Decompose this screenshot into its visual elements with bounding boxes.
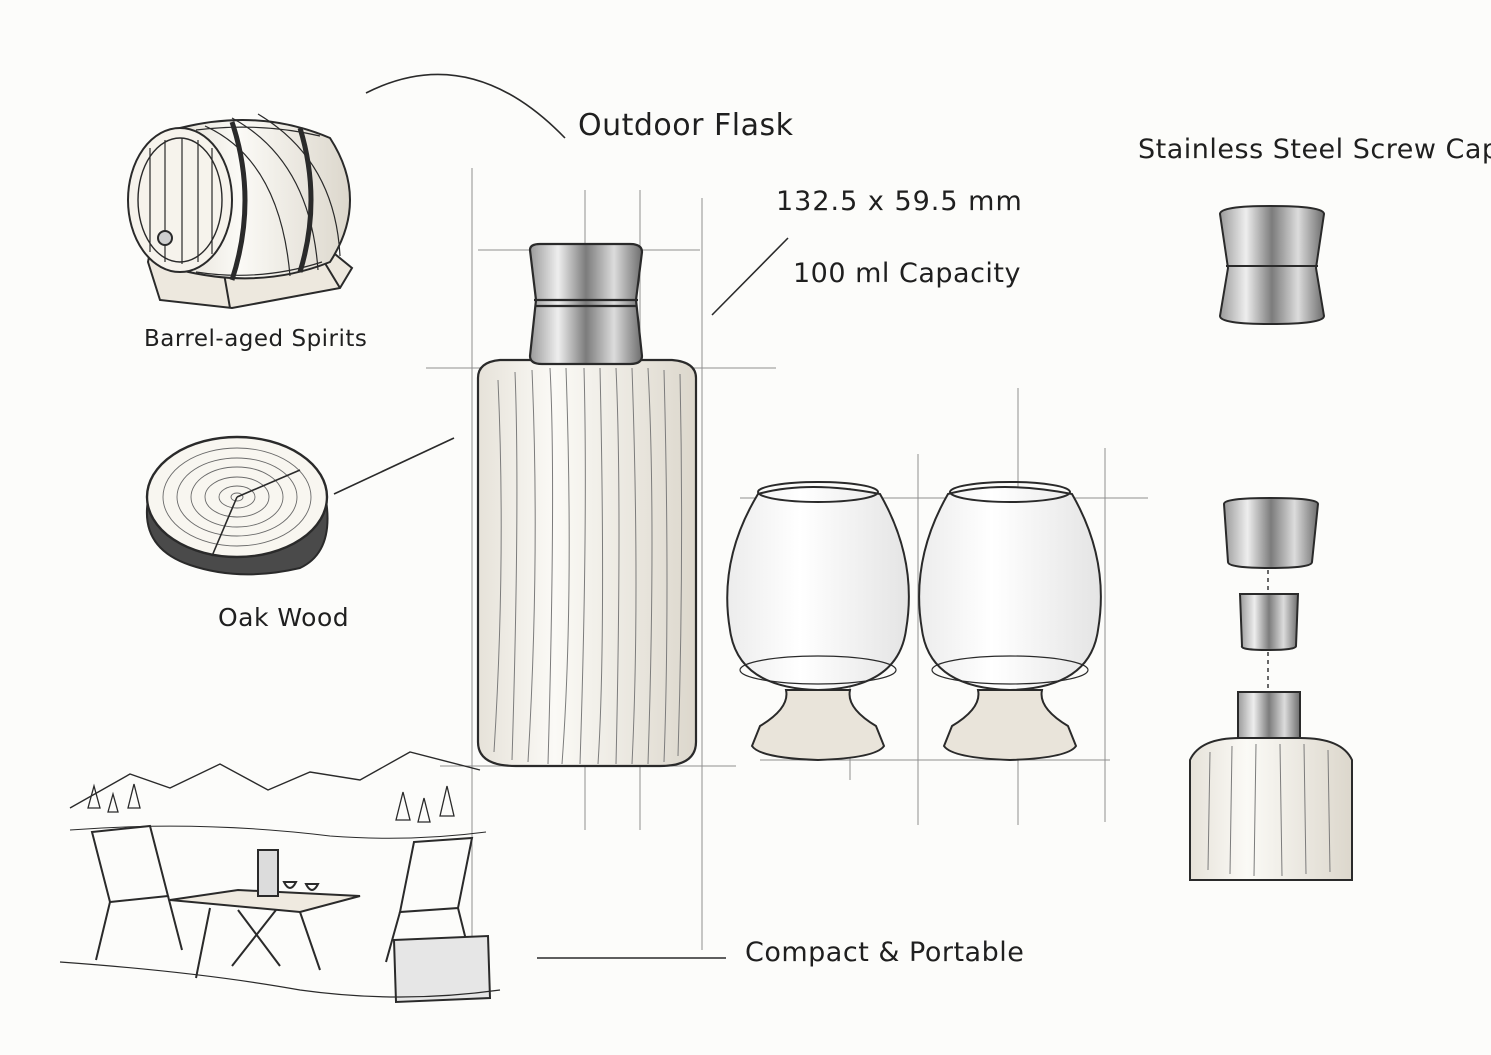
- title-label: Outdoor Flask: [578, 108, 794, 143]
- screw-cap-illustration: [1218, 204, 1326, 326]
- glasses-illustration: [726, 481, 1102, 762]
- portable-label: Compact & Portable: [745, 937, 1025, 968]
- oak-wood-label: Oak Wood: [218, 603, 350, 632]
- exploded-cap-illustration: [1189, 496, 1353, 881]
- barrel-illustration: [127, 113, 354, 310]
- leader-lines: [333, 73, 789, 959]
- barrel-label: Barrel-aged Spirits: [144, 326, 368, 352]
- capacity-label: 100 ml Capacity: [793, 258, 1021, 289]
- glass-left: [726, 481, 910, 762]
- camping-scene-illustration: [59, 751, 501, 1004]
- screw-cap-label: Stainless Steel Screw Cap: [1138, 134, 1491, 165]
- glass-right: [918, 481, 1102, 762]
- flask-illustration: [476, 242, 698, 768]
- dimensions-label: 132.5 x 59.5 mm: [776, 186, 1023, 217]
- oak-slice-illustration: [145, 435, 329, 576]
